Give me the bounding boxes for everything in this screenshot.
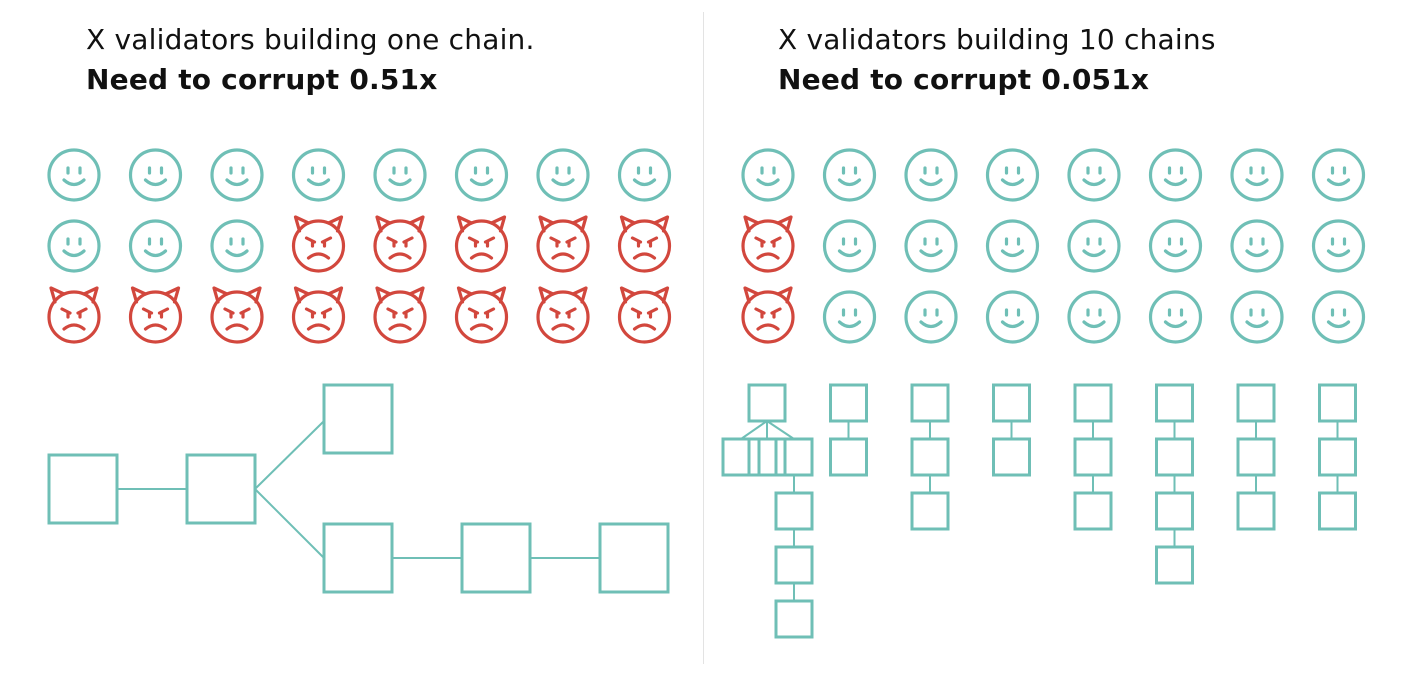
smiley-face-icon [1067, 148, 1121, 202]
smiley-face-icon [985, 219, 1040, 273]
chain-block [1236, 383, 1276, 423]
chain-block [992, 437, 1031, 477]
chain-block [774, 545, 814, 585]
chain-block [598, 522, 670, 594]
chain-block [1155, 545, 1194, 585]
smiley-face-icon [1230, 219, 1284, 273]
chain-block [1073, 491, 1113, 531]
smiley-face-icon [1148, 148, 1203, 202]
angry-devil-face-icon [536, 215, 590, 273]
smiley-face-icon [822, 148, 877, 202]
smiley-face-icon [291, 148, 346, 202]
chain-block [721, 437, 761, 477]
angry-devil-face-icon [454, 215, 509, 273]
angry-devil-face-icon [373, 286, 427, 344]
chain-block [774, 599, 814, 639]
angry-devil-face-icon [291, 215, 346, 273]
angry-devil-face-icon [741, 215, 795, 273]
chain-block [774, 437, 814, 477]
smiley-face-icon [210, 148, 264, 202]
chain-block [1073, 437, 1113, 477]
single-chain-subtitle: Need to corrupt 0.51x [86, 63, 438, 96]
chain-block [322, 522, 394, 594]
angry-devil-face-icon [536, 286, 590, 344]
chain-block [1318, 437, 1357, 477]
smiley-face-icon [904, 219, 958, 273]
chain-block [829, 437, 868, 477]
chain-block [460, 522, 532, 594]
smiley-face-icon [1230, 290, 1284, 344]
smiley-face-icon [985, 148, 1040, 202]
chain-block [1155, 383, 1194, 423]
smiley-face-icon [1311, 219, 1366, 273]
angry-devil-face-icon [454, 286, 509, 344]
smiley-face-icon [985, 290, 1040, 344]
chain-block [747, 437, 787, 477]
chain-block [1236, 491, 1276, 531]
chain-block [185, 453, 257, 525]
smiley-face-icon [822, 219, 877, 273]
chain-block [992, 383, 1031, 423]
panel-divider [703, 12, 704, 664]
smiley-face-icon [1311, 290, 1366, 344]
chain-block [747, 383, 787, 423]
chain-block [322, 383, 394, 455]
multi-chain-heading: X validators building 10 chains Need to … [778, 20, 1216, 100]
smiley-face-icon [47, 148, 101, 202]
smiley-face-icon [454, 148, 509, 202]
chain-block [1073, 383, 1113, 423]
angry-devil-face-icon [741, 286, 795, 344]
angry-devil-face-icon [128, 286, 183, 344]
chain-block [910, 437, 950, 477]
chain-block [910, 491, 950, 531]
chain-block [1236, 437, 1276, 477]
chain-block [1155, 491, 1194, 531]
smiley-face-icon [1067, 219, 1121, 273]
smiley-face-icon [210, 219, 264, 273]
smiley-face-icon [373, 148, 427, 202]
smiley-face-icon [617, 148, 672, 202]
smiley-face-icon [741, 148, 795, 202]
single-chain-heading: X validators building one chain. Need to… [86, 20, 535, 100]
smiley-face-icon [536, 148, 590, 202]
chain-block [1155, 437, 1194, 477]
multi-chain-title: X validators building 10 chains [778, 23, 1216, 56]
smiley-face-icon [904, 290, 958, 344]
smiley-face-icon [1148, 290, 1203, 344]
smiley-face-icon [128, 148, 183, 202]
single-chain-panel: X validators building one chain. Need to… [0, 0, 704, 676]
multi-chain-subtitle: Need to corrupt 0.051x [778, 63, 1150, 96]
chain-block [1318, 491, 1357, 531]
smiley-face-icon [1230, 148, 1284, 202]
smiley-face-icon [822, 290, 877, 344]
chain-link [740, 420, 768, 440]
chain-link [766, 420, 795, 440]
angry-devil-face-icon [617, 286, 672, 344]
smiley-face-icon [47, 219, 101, 273]
single-chain-title: X validators building one chain. [86, 23, 535, 56]
multi-chain-panel: X validators building 10 chains Need to … [704, 0, 1412, 676]
chain-block [47, 453, 119, 525]
angry-devil-face-icon [617, 215, 672, 273]
smiley-face-icon [904, 148, 958, 202]
smiley-face-icon [1148, 219, 1203, 273]
smiley-face-icon [128, 219, 183, 273]
chain-link [254, 420, 325, 490]
single-chain-illustration [47, 148, 672, 594]
chain-block [829, 383, 868, 423]
multi-chain-illustration [721, 148, 1366, 639]
angry-devil-face-icon [210, 286, 264, 344]
chain-link [254, 488, 325, 559]
chain-block [1318, 383, 1357, 423]
smiley-face-icon [1067, 290, 1121, 344]
angry-devil-face-icon [291, 286, 346, 344]
angry-devil-face-icon [47, 286, 101, 344]
chain-block [910, 383, 950, 423]
chain-block [774, 491, 814, 531]
smiley-face-icon [1311, 148, 1366, 202]
angry-devil-face-icon [373, 215, 427, 273]
